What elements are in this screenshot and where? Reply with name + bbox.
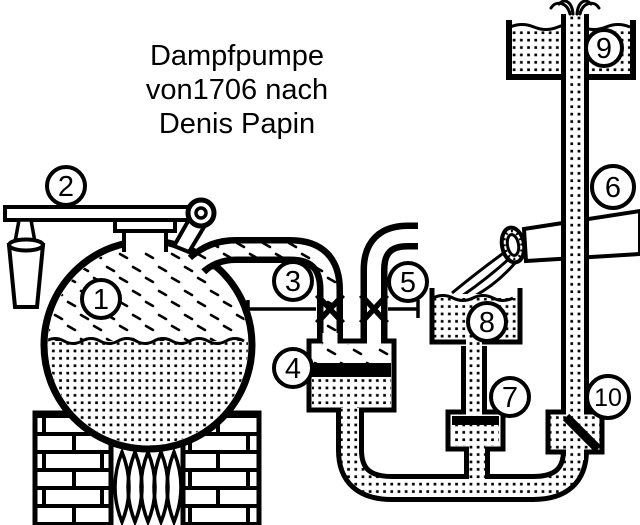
supply-tank-water-line [432,294,514,302]
boiler [40,237,256,453]
suction-pipe [360,222,420,354]
lever-pivot-pin [194,206,208,220]
label-1-text: 1 [93,284,109,316]
label-8-text: 8 [479,307,495,339]
label-8: 8 [466,301,508,343]
diagram-title: Dampfpumpe von1706 nach Denis Papin [146,40,328,140]
safety-lever-bar [3,205,199,222]
label-4-text: 4 [285,353,301,385]
spout-bore [505,233,521,257]
steam-pipe [187,237,343,354]
bucket-rim [7,237,45,253]
steam-pipe-interior [189,243,337,354]
pump-cylinder-water [452,425,499,446]
steam-valve-icon [246,293,346,325]
label-5: 5 [387,261,429,303]
steam-cylinder [306,333,397,413]
title-line-1: Dampfpumpe [150,40,324,72]
piston-4 [312,363,391,377]
label-7-text: 7 [502,382,518,414]
label-6-text: 6 [605,172,621,204]
counterweight-bucket [6,243,46,309]
label-2-text: 2 [58,171,74,203]
title-line-3: Denis Papin [159,108,315,140]
title-line-2: von1706 nach [146,74,328,106]
spout-rim-hatch [503,229,523,261]
water-spout [451,208,640,299]
main-pipe-water [341,11,584,497]
label-9: 9 [584,28,624,68]
label-1: 1 [80,278,122,320]
piston-7 [452,416,499,425]
check-valve-flap [562,413,602,453]
label-10-text: 10 [594,384,622,412]
water-valve-icon [358,293,420,325]
safety-valve-assembly [3,197,217,309]
label-3: 3 [272,260,314,302]
label-9-text: 9 [596,33,612,65]
check-valve [545,404,605,460]
label-4: 4 [272,347,314,389]
suction-pipe-interior [367,229,420,354]
label-2: 2 [45,165,87,207]
boiler-neck [122,228,168,252]
label-7: 7 [489,376,531,418]
fire-flames-icon [113,447,183,525]
boiler-water-line [48,337,245,345]
label-6: 6 [590,164,636,210]
label-3-text: 3 [285,266,301,298]
fountain-spray-icon [549,0,601,16]
label-10: 10 [585,374,631,420]
label-5-text: 5 [400,267,416,299]
pump-cylinder [445,404,506,453]
